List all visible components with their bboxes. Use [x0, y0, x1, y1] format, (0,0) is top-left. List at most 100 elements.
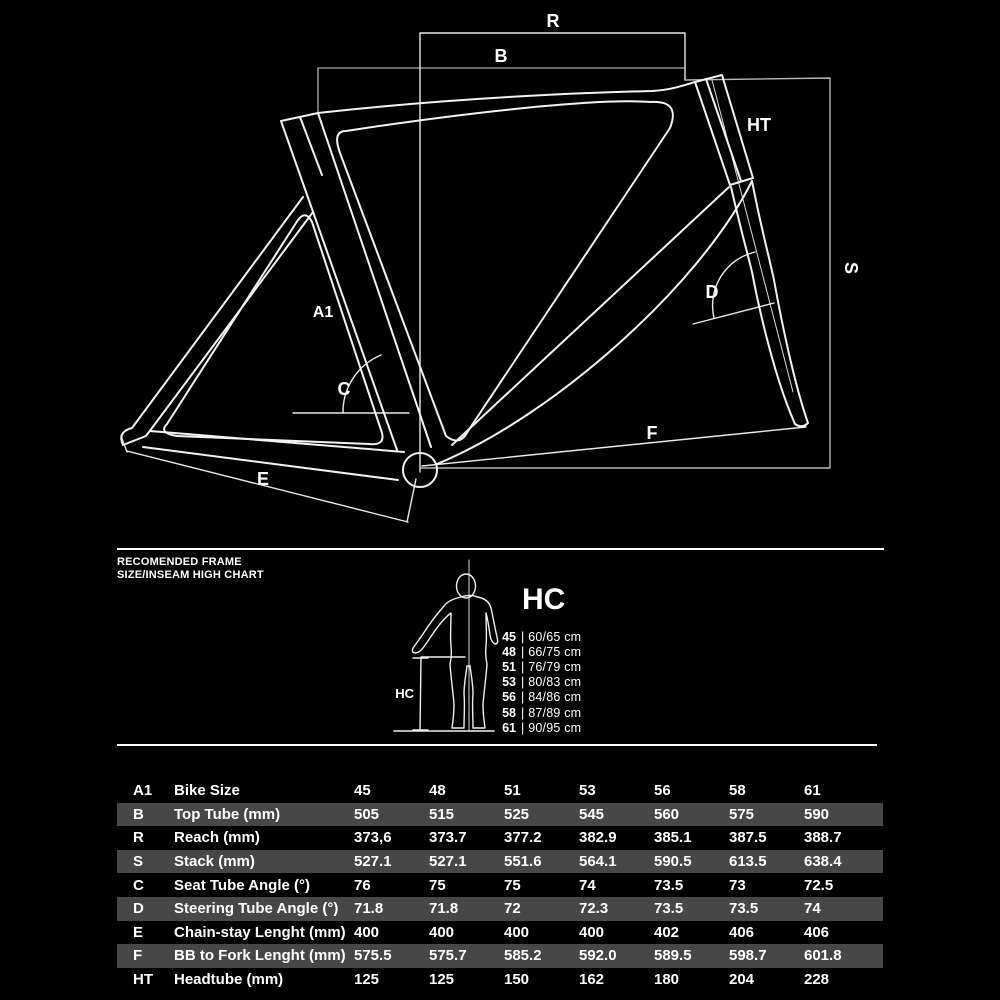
cell: 75	[504, 876, 521, 894]
cell: 400	[504, 923, 530, 941]
diagram-labels: R B HT S D A1 C F E	[257, 11, 861, 489]
cell: 58	[729, 782, 746, 800]
cell: 180	[654, 971, 680, 989]
cell: 592.0	[579, 947, 617, 965]
cell: 56	[654, 782, 671, 800]
cell: 74	[804, 900, 821, 918]
cell: 585.2	[504, 947, 542, 965]
label-seat-angle: C	[338, 379, 351, 399]
hc-size: 58	[502, 705, 516, 720]
cell: 400	[354, 923, 380, 941]
cell: 406	[729, 923, 755, 941]
cell: 73.5	[729, 900, 759, 918]
hc-size: 56	[502, 690, 516, 705]
hc-row: 48|66/75 cm	[486, 644, 581, 659]
cell: 387.5	[729, 829, 767, 847]
hc-size: 53	[502, 675, 516, 690]
hc-divider: |	[521, 705, 525, 720]
hc-measure-label: HC	[395, 686, 414, 701]
cell: 48	[429, 782, 446, 800]
hc-divider: |	[521, 720, 525, 735]
hc-inseam: 76/79 cm	[528, 659, 582, 674]
cell: 406	[804, 923, 830, 941]
cell: 72.3	[579, 900, 609, 918]
row-key: A1	[133, 782, 153, 800]
human-figure	[393, 559, 499, 732]
label-reach: R	[547, 11, 560, 31]
label-stack: S	[841, 262, 861, 274]
cell: 545	[579, 805, 605, 823]
row-label: Stack (mm)	[174, 853, 255, 871]
cell: 515	[429, 805, 455, 823]
row-key: F	[133, 947, 143, 965]
row-key: R	[133, 829, 144, 847]
hc-inseam: 80/83 cm	[528, 675, 582, 690]
cell: 228	[804, 971, 830, 989]
cell: 73.5	[654, 900, 684, 918]
hc-size: 61	[502, 720, 516, 735]
cell: 598.7	[729, 947, 767, 965]
hc-row: 51 |76/79 cm	[486, 659, 581, 674]
hc-size: 51	[502, 659, 516, 674]
cell: 71.8	[354, 900, 384, 918]
hc-row: 45|60/65 cm	[486, 629, 581, 644]
row-label: Reach (mm)	[174, 829, 260, 847]
cell: 73	[729, 876, 746, 894]
cell: 527.1	[429, 853, 467, 871]
cell: 400	[429, 923, 455, 941]
measurement-lines	[120, 32, 831, 523]
row-key: S	[133, 853, 144, 871]
row-key: D	[133, 900, 144, 918]
cell: 638.4	[804, 853, 842, 871]
hc-size: 45	[502, 629, 516, 644]
cell: 564.1	[579, 853, 617, 871]
cell: 402	[654, 923, 680, 941]
cell: 125	[429, 971, 455, 989]
row-key: C	[133, 876, 144, 894]
row-label: Seat Tube Angle (°)	[174, 876, 311, 894]
hc-size-list: 45|60/65 cm 48|66/75 cm 51|76/79 cm 53|8…	[486, 629, 581, 735]
cell: 388.7	[804, 829, 842, 847]
bike-frame-outline	[120, 74, 809, 488]
cell: 53	[579, 782, 596, 800]
cell: 575	[729, 805, 755, 823]
cell: 204	[729, 971, 755, 989]
cell: 74	[579, 876, 596, 894]
label-headtube: HT	[747, 115, 771, 135]
cell: 75	[429, 876, 446, 894]
cell: 72	[504, 900, 521, 918]
hc-divider: |	[521, 690, 525, 705]
row-label: Steering Tube Angle (°)	[174, 900, 339, 918]
cell: 73.5	[654, 876, 684, 894]
hc-divider: |	[521, 629, 525, 644]
hc-divider: |	[521, 675, 525, 690]
cell: 377.2	[504, 829, 542, 847]
section-separators	[117, 548, 884, 746]
hc-size: 48	[502, 644, 516, 659]
label-bb-fork: F	[647, 423, 658, 443]
cell: 385.1	[654, 829, 692, 847]
hc-row: 56|84/86 cm	[486, 690, 581, 705]
hc-title: HC	[522, 583, 566, 616]
hc-divider: |	[521, 644, 525, 659]
row-label: BB to Fork Lenght (mm)	[174, 947, 346, 965]
cell: 162	[579, 971, 605, 989]
cell: 590	[804, 805, 830, 823]
cell: 61	[804, 782, 821, 800]
hc-divider: |	[521, 659, 525, 674]
row-label: Chain-stay Lenght (mm)	[174, 923, 346, 941]
cell: 613.5	[729, 853, 767, 871]
label-top-tube: B	[495, 46, 508, 66]
hc-inseam: 87/89 cm	[528, 705, 582, 720]
cell: 125	[354, 971, 380, 989]
cell: 51	[504, 782, 521, 800]
cell: 373.7	[429, 829, 467, 847]
